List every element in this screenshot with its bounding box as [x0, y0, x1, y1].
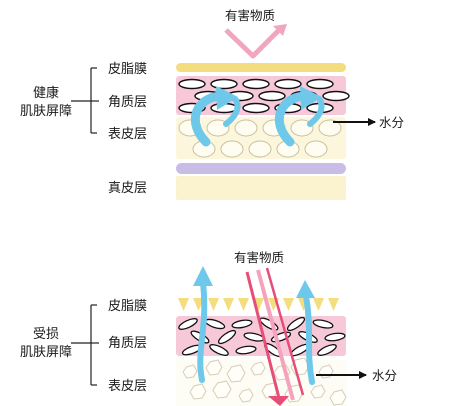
damaged-harmful-penetration-arrows: [245, 267, 305, 406]
epidermis-cell: [220, 140, 244, 158]
healthy-group-bracket: [71, 67, 99, 134]
sebum-fragment: [328, 298, 339, 311]
epidermis-cell: [234, 119, 258, 137]
epidermis-cell: [212, 380, 232, 399]
stratum-cell: [312, 319, 334, 329]
epidermis-cell: [310, 384, 326, 399]
stratum-cell: [178, 78, 206, 90]
stratum-cell: [231, 319, 253, 329]
stratum-cell: [324, 332, 346, 342]
epidermis-cell: [189, 383, 207, 400]
stratum-cell: [274, 78, 302, 90]
sebum-fragment: [313, 298, 324, 311]
damaged-harmful-label: 有害物质: [234, 250, 284, 265]
healthy-water-circulation-arrows: [190, 86, 325, 147]
damaged-group-label-line2: 肌肤屏障: [20, 345, 72, 360]
healthy-group-label-line1: 健康: [33, 85, 59, 101]
damaged-water-label: 水分: [372, 368, 397, 383]
damaged-barrier-section: 有害物质: [20, 250, 397, 406]
stratum-cell: [306, 78, 334, 90]
stratum-cell: [235, 345, 257, 355]
damaged-epidermis-cells: [182, 357, 347, 406]
sebum-fragment: [178, 298, 189, 311]
damaged-sebum-layer: [178, 298, 339, 311]
epidermis-cell: [182, 364, 198, 379]
healthy-water-label: 水分: [379, 115, 404, 130]
epidermis-cell: [318, 119, 342, 137]
sebum-fragment: [223, 298, 234, 311]
sebum-fragment: [238, 298, 249, 311]
stratum-cell: [242, 78, 270, 90]
damaged-group-label-line1: 受损: [33, 327, 59, 342]
damaged-water-loss-arrows: [193, 266, 315, 385]
damaged-layer-label-epidermis: 表皮层: [108, 379, 147, 394]
stratum-cell: [178, 318, 198, 330]
epidermis-cell: [250, 361, 266, 376]
healthy-harmful-bounce-arrow: [224, 24, 287, 59]
damaged-layer-label-stratum: 角质层: [108, 336, 147, 351]
stratum-cell: [286, 316, 306, 332]
stratum-cell: [258, 90, 286, 102]
sebum-fragment: [208, 298, 219, 311]
epidermis-cell: [248, 140, 272, 158]
epidermis-cell: [329, 389, 347, 406]
epidermis-cell: [238, 388, 254, 403]
stratum-cell: [217, 329, 237, 345]
epidermis-cell: [205, 359, 223, 376]
stratum-cell: [242, 102, 270, 114]
healthy-harmful-label: 有害物质: [225, 8, 275, 23]
damaged-layer-label-sebum: 皮脂膜: [108, 299, 147, 314]
healthy-group-label-line2: 肌肤屏障: [20, 104, 72, 119]
healthy-layer-label-dermis: 真皮层: [108, 181, 147, 196]
healthy-layer-label-epidermis: 表皮层: [108, 127, 147, 142]
healthy-dermis-layer: [176, 176, 346, 200]
stratum-cell: [317, 344, 337, 356]
stratum-cell: [210, 78, 238, 90]
epidermis-cell: [226, 364, 246, 383]
stratum-cell: [322, 90, 350, 102]
stratum-cell: [209, 344, 229, 356]
epidermis-cell: [304, 140, 328, 158]
healthy-sebum-layer: [176, 63, 346, 72]
damaged-group-bracket: [71, 304, 99, 386]
healthy-layer-label-sebum: 皮脂膜: [108, 62, 147, 77]
healthy-barrier-section: 有害物质 水分: [20, 8, 404, 200]
healthy-layer-label-stratum: 角质层: [108, 95, 147, 110]
healthy-dermis-top: [176, 163, 346, 174]
sebum-fragment: [283, 298, 294, 311]
